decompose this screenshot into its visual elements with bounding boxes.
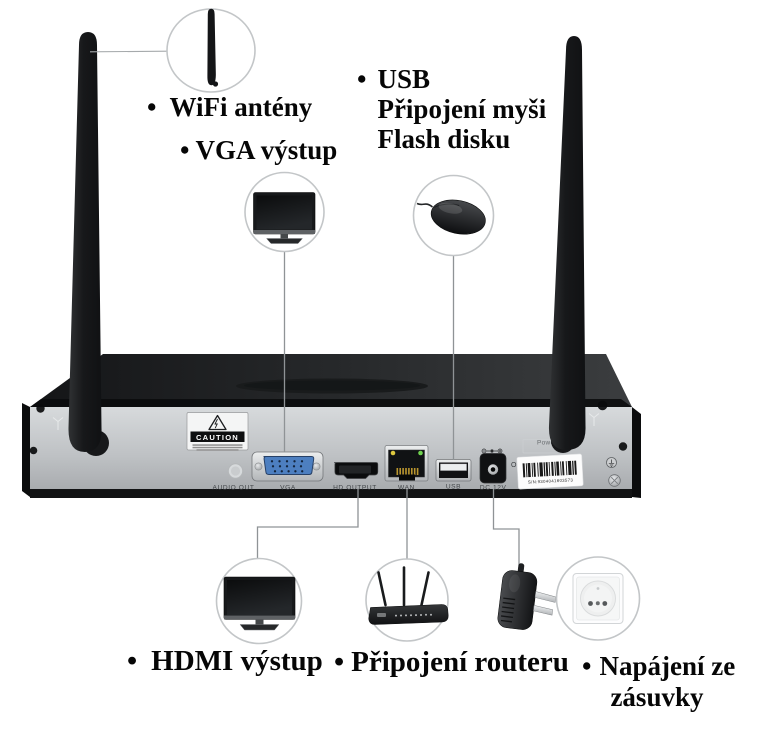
adapter-ribs (500, 597, 516, 623)
vga-pin-holes (270, 460, 304, 473)
audio-out-jack (227, 463, 244, 479)
caution-text: CAUTION (196, 433, 239, 442)
lightning-bolt-icon (214, 418, 218, 429)
label-text: WiFi antény (169, 92, 313, 122)
label-text: VGA výstup (195, 135, 338, 165)
caution-sticker: CAUTION (186, 412, 249, 451)
hdmi-port (334, 462, 379, 479)
wan-led-yellow (390, 450, 396, 456)
vga-screw-post (254, 462, 263, 471)
vga-screw-post (312, 462, 321, 471)
monitor-icon (253, 192, 316, 244)
port-label-dc12v: DC 12V (480, 484, 507, 491)
wifi-router-icon (368, 566, 449, 625)
dc-callout-line (492, 489, 520, 566)
antenna-zoom-icon (207, 8, 216, 86)
port-label-wan: WAN (398, 484, 415, 491)
label-vga-output: • VGA výstup (180, 135, 337, 165)
device-bottom-strip (30, 489, 632, 498)
router-circle (365, 558, 449, 642)
hdmi-callout-line (256, 488, 359, 559)
ground-symbol-icon (606, 457, 617, 468)
bullet: • (180, 135, 190, 165)
panel-screw (608, 474, 621, 487)
power-text: Power (537, 440, 558, 447)
wall-socket-icon (572, 573, 624, 624)
label-text: Připojení routeru (351, 646, 569, 678)
router-antennas (377, 566, 430, 607)
bullet: • (357, 64, 367, 94)
top-handle-recess-inner (244, 380, 420, 391)
port-label-usb: USB (446, 484, 461, 491)
wall-socket-circle (555, 556, 641, 641)
label-text: Napájení ze (599, 651, 736, 681)
label-text: HDMI výstup (151, 645, 323, 677)
port-label-vga: VGA (280, 484, 296, 491)
callout-lines (89, 50, 520, 566)
port-label-audio-out: AUDIO OUT (212, 484, 254, 491)
socket-hole (602, 601, 608, 606)
bullet: • (334, 646, 345, 678)
label-hdmi-output: • HDMI výstup (127, 645, 323, 677)
wifi-antenna-right (548, 36, 586, 453)
bullet: • (582, 651, 592, 681)
case-rivet (29, 446, 38, 455)
vga-monitor-circle (244, 171, 325, 253)
router-leds (395, 613, 432, 617)
serial-text: S/N:9304041603573 (528, 477, 574, 484)
case-rivet (597, 400, 608, 411)
antenna-symbol-icon (52, 417, 64, 430)
dc-power-jack (479, 448, 507, 484)
wifi-antenna-left (68, 32, 109, 456)
fine-print-line (192, 446, 243, 449)
case-rivet (36, 404, 45, 413)
monitor-icon (223, 576, 296, 631)
fine-print-line (192, 444, 243, 446)
fine-print-line (196, 449, 239, 451)
wan-led-green (418, 450, 423, 456)
label-text: Flash disku (377, 124, 511, 154)
usb-mouse-circle (412, 174, 495, 257)
case-rivet (618, 442, 628, 451)
polarity-symbol (481, 448, 503, 454)
wan-gold-pins (396, 468, 419, 475)
mouse-icon (416, 199, 486, 235)
label-text: USB (377, 64, 430, 94)
label-text: zásuvky (610, 682, 704, 712)
device-front-edge (30, 399, 632, 407)
serial-barcode-sticker: S/N:9304041603573 (516, 453, 584, 490)
label-power-from-socket: • Napájení ze zásuvky (582, 651, 735, 713)
device-right-side (632, 407, 641, 498)
wan-ethernet-port (384, 445, 429, 482)
antenna-zoom-circle (166, 8, 256, 93)
indicator-text: O (511, 462, 517, 469)
label-wifi-antennas: • WiFi antény (147, 92, 312, 122)
label-usb: • USB Připojení myši Flash disku (357, 64, 546, 154)
barcode (522, 460, 578, 478)
label-router-connection: • Připojení routeru (334, 646, 569, 678)
antenna-callout-line (89, 50, 169, 53)
port-labels: AUDIO OUT VGA HD OUTPUT WAN USB DC 12V (212, 484, 507, 492)
hdmi-monitor-circle (215, 557, 303, 645)
port-label-hd-output: HD OUTPUT (333, 484, 377, 491)
vga-port (251, 451, 324, 482)
adapter-prong (534, 591, 557, 603)
usb-tongue (440, 463, 467, 471)
warning-triangle-icon (208, 414, 227, 431)
bullet: • (127, 645, 138, 677)
bullet: • (147, 92, 157, 122)
adapter-prong (533, 605, 553, 616)
label-text: Připojení myši (377, 94, 547, 124)
mouse-cable (416, 202, 433, 208)
power-adapter-icon (497, 563, 557, 630)
usb-port (435, 459, 472, 482)
socket-hole (588, 601, 593, 606)
device-left-side (22, 403, 30, 497)
antenna-symbol-icon (588, 413, 600, 426)
socket-hole (595, 601, 600, 606)
